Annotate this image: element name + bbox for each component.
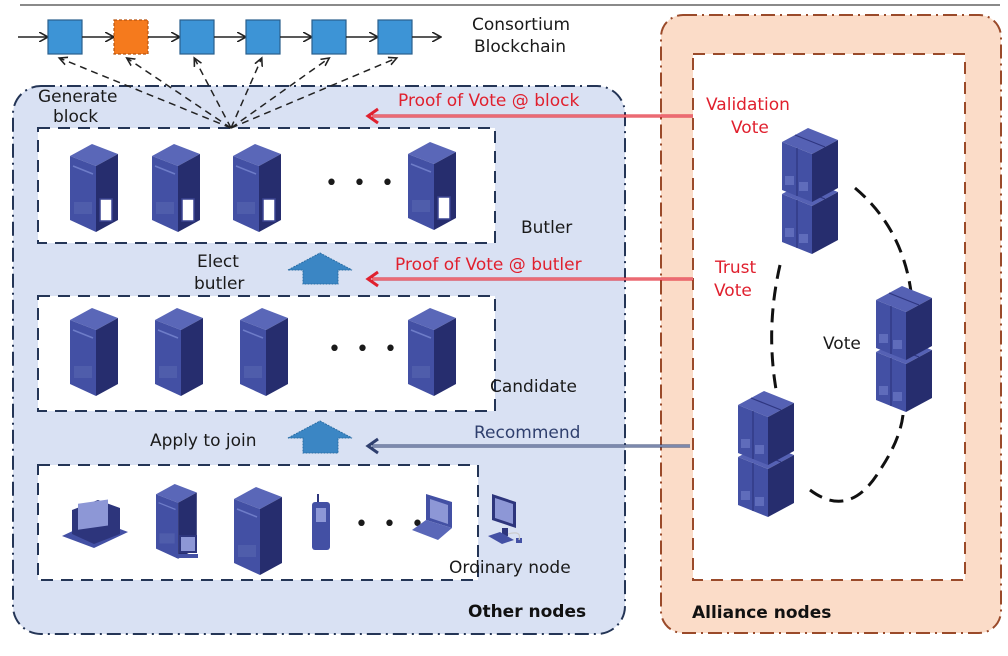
- block: [377, 19, 413, 55]
- elect-butler-label-1: Elect: [197, 252, 239, 272]
- butler-server: [407, 141, 457, 231]
- elect-butler-up-arrow: [287, 252, 353, 285]
- elect-butler-label-2: butler: [194, 274, 244, 294]
- alliance-server-rack-right: [875, 285, 933, 413]
- server-icon: [233, 486, 283, 576]
- candidate-server: [69, 307, 119, 397]
- candidate-label: Candidate: [490, 377, 577, 397]
- generate-block-arrows: [59, 58, 397, 129]
- consortium-label-2: Blockchain: [474, 37, 566, 57]
- block: [311, 19, 347, 55]
- ordinary-node-label: Ordinary node: [449, 558, 571, 578]
- butler-ellipsis: • • •: [325, 171, 398, 196]
- butler-label: Butler: [521, 218, 572, 238]
- candidate-ellipsis: • • •: [328, 337, 401, 362]
- butler-server: [69, 143, 119, 233]
- apply-to-join-up-arrow: [287, 420, 353, 454]
- generate-block-dashed-arrow: [194, 58, 232, 129]
- other-nodes-title: Other nodes: [468, 602, 586, 622]
- block: [47, 19, 83, 55]
- alliance-server-rack-top: [781, 127, 839, 255]
- generate-block-dashed-arrow: [127, 58, 232, 129]
- vote-ring-dashed: [770, 186, 914, 503]
- generate-block-dashed-arrow: [59, 58, 232, 129]
- recommend-arrow: [365, 437, 690, 455]
- generate-block-label-2: block: [53, 107, 98, 127]
- generate-block-dashed-arrow: [230, 58, 329, 129]
- apply-to-join-label: Apply to join: [150, 431, 257, 451]
- validation-vote-label-2: Vote: [731, 118, 769, 138]
- proof-of-vote-butler-arrow: [365, 270, 693, 288]
- proof-of-vote-block-arrow: [365, 107, 693, 125]
- ordinary-ellipsis: • • •: [355, 512, 428, 537]
- validation-vote-label-1: Validation: [706, 95, 790, 115]
- block: [179, 19, 215, 55]
- candidate-server: [407, 307, 457, 397]
- mobile-phone-icon: [312, 494, 330, 550]
- workstation-icon: [488, 494, 522, 544]
- consortium-blockchain: [18, 19, 440, 55]
- generate-block-dashed-arrow: [230, 58, 262, 129]
- laptop-icon: [412, 494, 452, 540]
- block: [245, 19, 281, 55]
- butler-server: [151, 143, 201, 233]
- recommend-label: Recommend: [474, 423, 580, 443]
- vote-label: Vote: [823, 334, 861, 354]
- desktop-computer-icon: [62, 499, 128, 548]
- trust-vote-label-1: Trust: [714, 258, 757, 278]
- block-generated: [113, 19, 149, 55]
- consortium-label-1: Consortium: [472, 15, 570, 35]
- alliance-nodes-title: Alliance nodes: [692, 603, 831, 623]
- proof-of-vote-block-label: Proof of Vote @ block: [398, 91, 579, 111]
- generate-block-dashed-arrow: [230, 58, 397, 129]
- trust-vote-label-2: Vote: [714, 281, 752, 301]
- proof-of-vote-butler-label: Proof of Vote @ butler: [395, 255, 582, 275]
- generate-block-label-1: Generate: [38, 87, 117, 107]
- alliance-server-rack-bottom: [737, 390, 795, 518]
- candidate-server: [239, 307, 289, 397]
- candidate-server: [154, 307, 204, 397]
- tower-pc-with-monitor-icon: [155, 483, 198, 560]
- butler-server: [232, 143, 282, 233]
